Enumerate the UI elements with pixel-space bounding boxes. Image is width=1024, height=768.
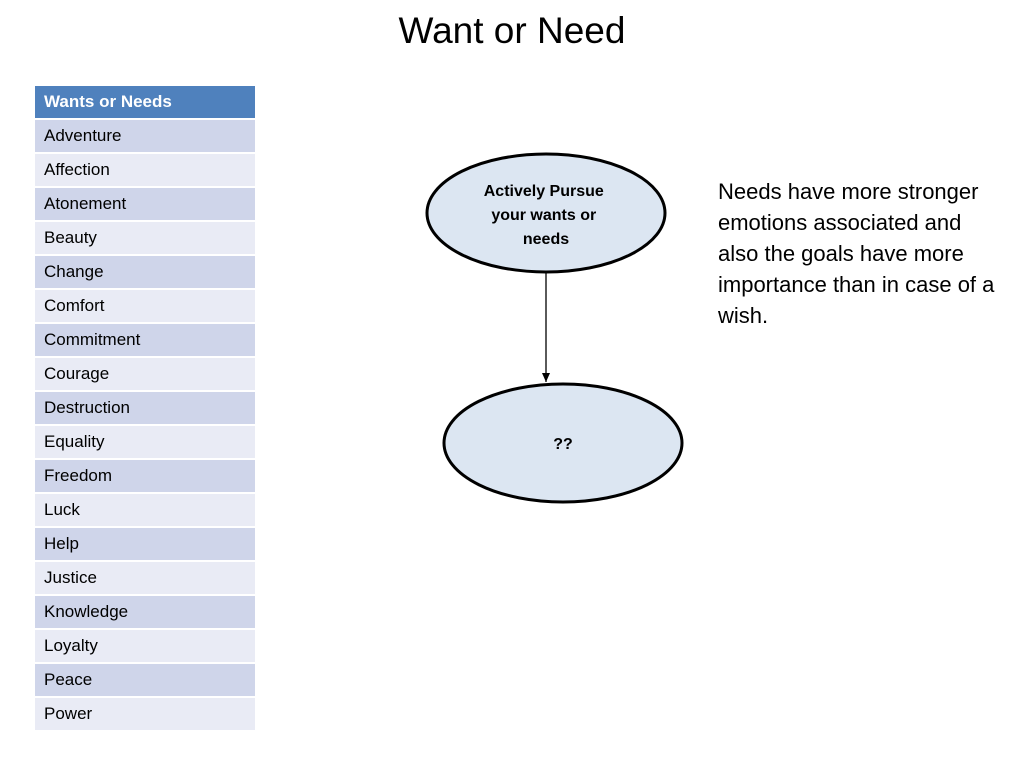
table-row: Freedom: [35, 459, 255, 494]
table-row: Luck: [35, 493, 255, 528]
table-row: Peace: [35, 663, 255, 698]
table-cell: Courage: [35, 357, 255, 392]
table-cell: Destruction: [35, 391, 255, 426]
table-row: Justice: [35, 561, 255, 596]
table-row: Loyalty: [35, 629, 255, 664]
table-cell: Knowledge: [35, 595, 255, 630]
table-row: Beauty: [35, 221, 255, 256]
table-row: Change: [35, 255, 255, 290]
table-cell: Comfort: [35, 289, 255, 324]
table-header: Wants or Needs: [35, 86, 255, 120]
table-cell: Help: [35, 527, 255, 562]
table-cell: Power: [35, 697, 255, 732]
note-text: Needs have more stronger emotions associ…: [718, 179, 995, 328]
table-row: Courage: [35, 357, 255, 392]
slide-title: Want or Need: [398, 10, 626, 51]
bottom-node-text: ??: [553, 436, 573, 453]
top-node-line: Actively Pursue: [484, 183, 604, 200]
wants-needs-table: Wants or Needs Adventure Affection Atone…: [35, 86, 255, 732]
table-cell: Beauty: [35, 221, 255, 256]
top-node-text: Actively Pursue your wants or needs: [484, 183, 609, 248]
table-cell: Peace: [35, 663, 255, 698]
table-cell: Luck: [35, 493, 255, 528]
table-cell: Loyalty: [35, 629, 255, 664]
table-header-row: Wants or Needs: [35, 86, 255, 120]
top-node-ellipse: [425, 152, 667, 274]
top-node-line: your wants or: [491, 207, 596, 224]
table-cell: Atonement: [35, 187, 255, 222]
bottom-node-ellipse: [442, 382, 684, 504]
table-row: Equality: [35, 425, 255, 460]
table-row: Commitment: [35, 323, 255, 358]
table-row: Help: [35, 527, 255, 562]
table-row: Adventure: [35, 119, 255, 154]
table-row: Affection: [35, 153, 255, 188]
table-cell: Change: [35, 255, 255, 290]
table-row: Comfort: [35, 289, 255, 324]
table-cell: Freedom: [35, 459, 255, 494]
table-cell: Justice: [35, 561, 255, 596]
table-row: Atonement: [35, 187, 255, 222]
table-cell: Adventure: [35, 119, 255, 154]
table-cell: Equality: [35, 425, 255, 460]
table-cell: Affection: [35, 153, 255, 188]
table-row: Destruction: [35, 391, 255, 426]
top-node-line: needs: [523, 231, 569, 248]
table-cell: Commitment: [35, 323, 255, 358]
table-row: Knowledge: [35, 595, 255, 630]
table-row: Power: [35, 697, 255, 732]
